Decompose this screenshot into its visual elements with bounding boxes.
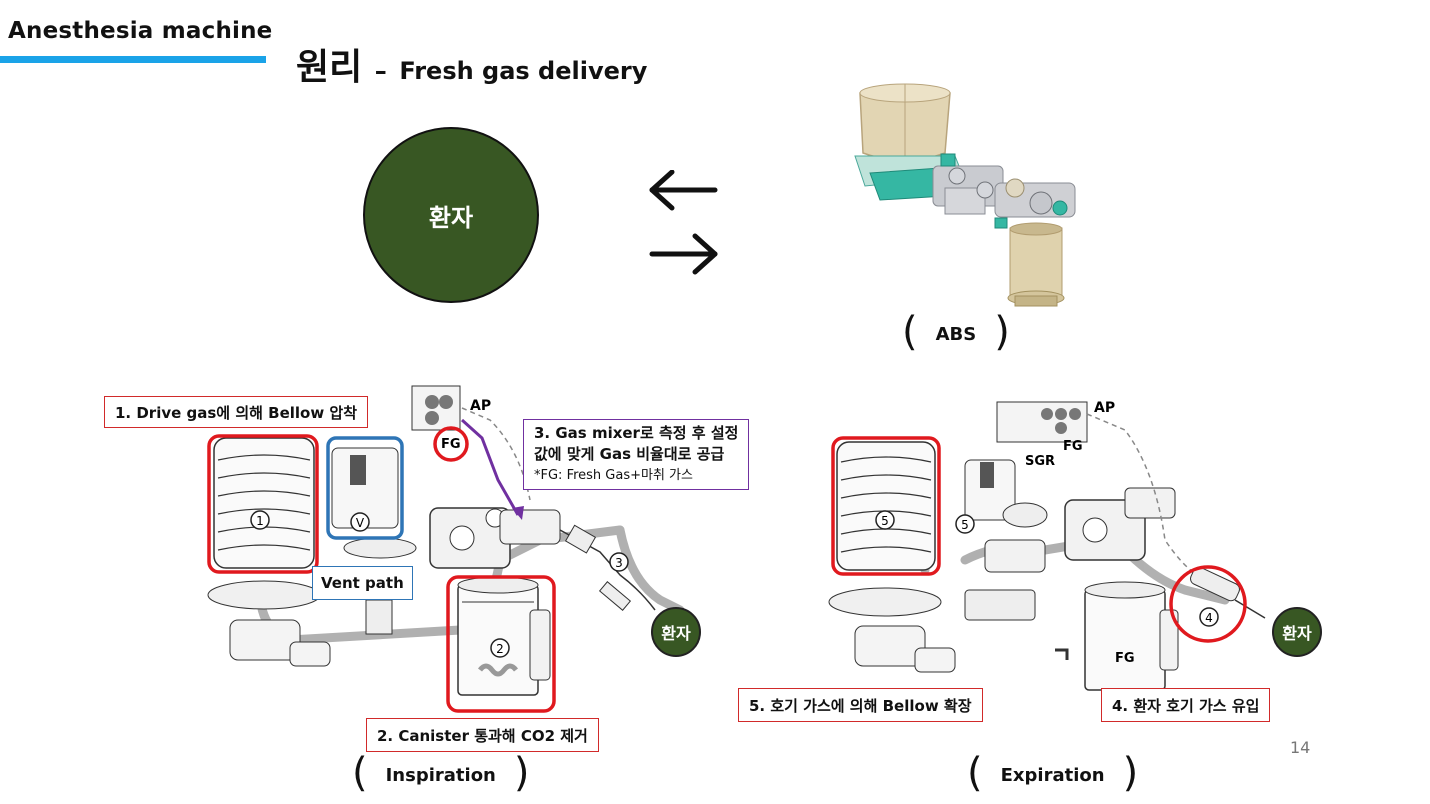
patient-circle-inspiration: 환자	[651, 607, 701, 657]
inspiration-diagram: 1 V 2 3 AP FG	[207, 385, 685, 713]
marker-3: 3	[615, 556, 623, 570]
inspiration-caption: ( Inspiration )	[352, 750, 530, 796]
tag-ap: AP	[470, 398, 491, 414]
marker-4: 4	[1205, 611, 1213, 625]
page-number: 14	[1290, 738, 1311, 757]
section-title: Anesthesia machine	[8, 18, 273, 44]
patient-label-expiration: 환자	[1282, 624, 1312, 643]
expiration-diagram: 5 5 4 AP FG SGR FG	[828, 400, 1266, 691]
callout-canister: 2. Canister 통과해 CO2 제거	[366, 718, 599, 752]
tag-ap-exp: AP	[1094, 400, 1115, 416]
callout-gas-mixer-line1: 3. Gas mixer로 측정 후 설정	[534, 424, 739, 442]
callout-vent-path-text: Vent path	[321, 574, 404, 592]
patient-label-inspiration: 환자	[661, 624, 691, 643]
callout-vent-path: Vent path	[312, 566, 413, 600]
slide-title: 원리 – Fresh gas delivery	[296, 38, 647, 90]
callout-bellow-expand: 5. 호기 가스에 의해 Bellow 확장	[738, 688, 983, 722]
abs-label: ABS	[935, 323, 977, 345]
marker-circle-5b	[955, 514, 975, 534]
tag-fg-lower: FG	[1115, 651, 1135, 666]
marker-1: 1	[256, 514, 264, 528]
callout-drive-gas: 1. Drive gas에 의해 Bellow 압착	[104, 396, 369, 428]
callout-exhale-inflow: 4. 환자 호기 가스 유입	[1101, 688, 1271, 722]
tag-fg: FG	[441, 437, 461, 452]
expiration-label: Expiration	[1000, 764, 1105, 786]
abs-illustration	[854, 83, 1076, 307]
marker-circle-3	[609, 552, 629, 572]
section-title-underline	[0, 56, 266, 63]
bidirectional-arrows-icon	[649, 170, 718, 275]
callout-gas-mixer-line2: 값에 맞게 Gas 비율대로 공급	[534, 445, 725, 463]
callout-bellow-expand-text: 5. 호기 가스에 의해 Bellow 확장	[749, 696, 972, 715]
marker-5b: 5	[961, 518, 969, 532]
callout-canister-text: 2. Canister 통과해 CO2 제거	[377, 726, 588, 745]
patient-circle: 환자	[363, 127, 539, 303]
marker-v: V	[356, 516, 365, 530]
slide-title-sub: Fresh gas delivery	[399, 57, 648, 85]
patient-circle-expiration: 환자	[1272, 607, 1322, 657]
marker-5a: 5	[881, 514, 889, 528]
expiration-caption: ( Expiration )	[967, 750, 1139, 796]
slide-title-dash: –	[374, 57, 387, 85]
callout-gas-mixer-note: *FG: Fresh Gas+마취 가스	[534, 468, 693, 483]
slide-title-main: 원리	[296, 47, 363, 88]
marker-2: 2	[496, 642, 504, 656]
patient-label: 환자	[428, 203, 474, 232]
marker-circle-5a	[875, 510, 895, 530]
tag-fg-exp: FG	[1063, 439, 1083, 454]
marker-circle-4	[1199, 607, 1219, 627]
callout-gas-mixer: 3. Gas mixer로 측정 후 설정 값에 맞게 Gas 비율대로 공급 …	[523, 419, 750, 490]
marker-circle-2	[490, 638, 510, 658]
marker-circle-v	[350, 512, 370, 532]
inspiration-label: Inspiration	[385, 764, 496, 786]
marker-circle-1	[250, 510, 270, 530]
abs-caption: ( ABS )	[902, 309, 1010, 355]
tag-sgr: SGR	[1025, 454, 1055, 469]
callout-exhale-inflow-text: 4. 환자 호기 가스 유입	[1112, 696, 1260, 715]
callout-drive-gas-text: 1. Drive gas에 의해 Bellow 압착	[115, 403, 358, 422]
